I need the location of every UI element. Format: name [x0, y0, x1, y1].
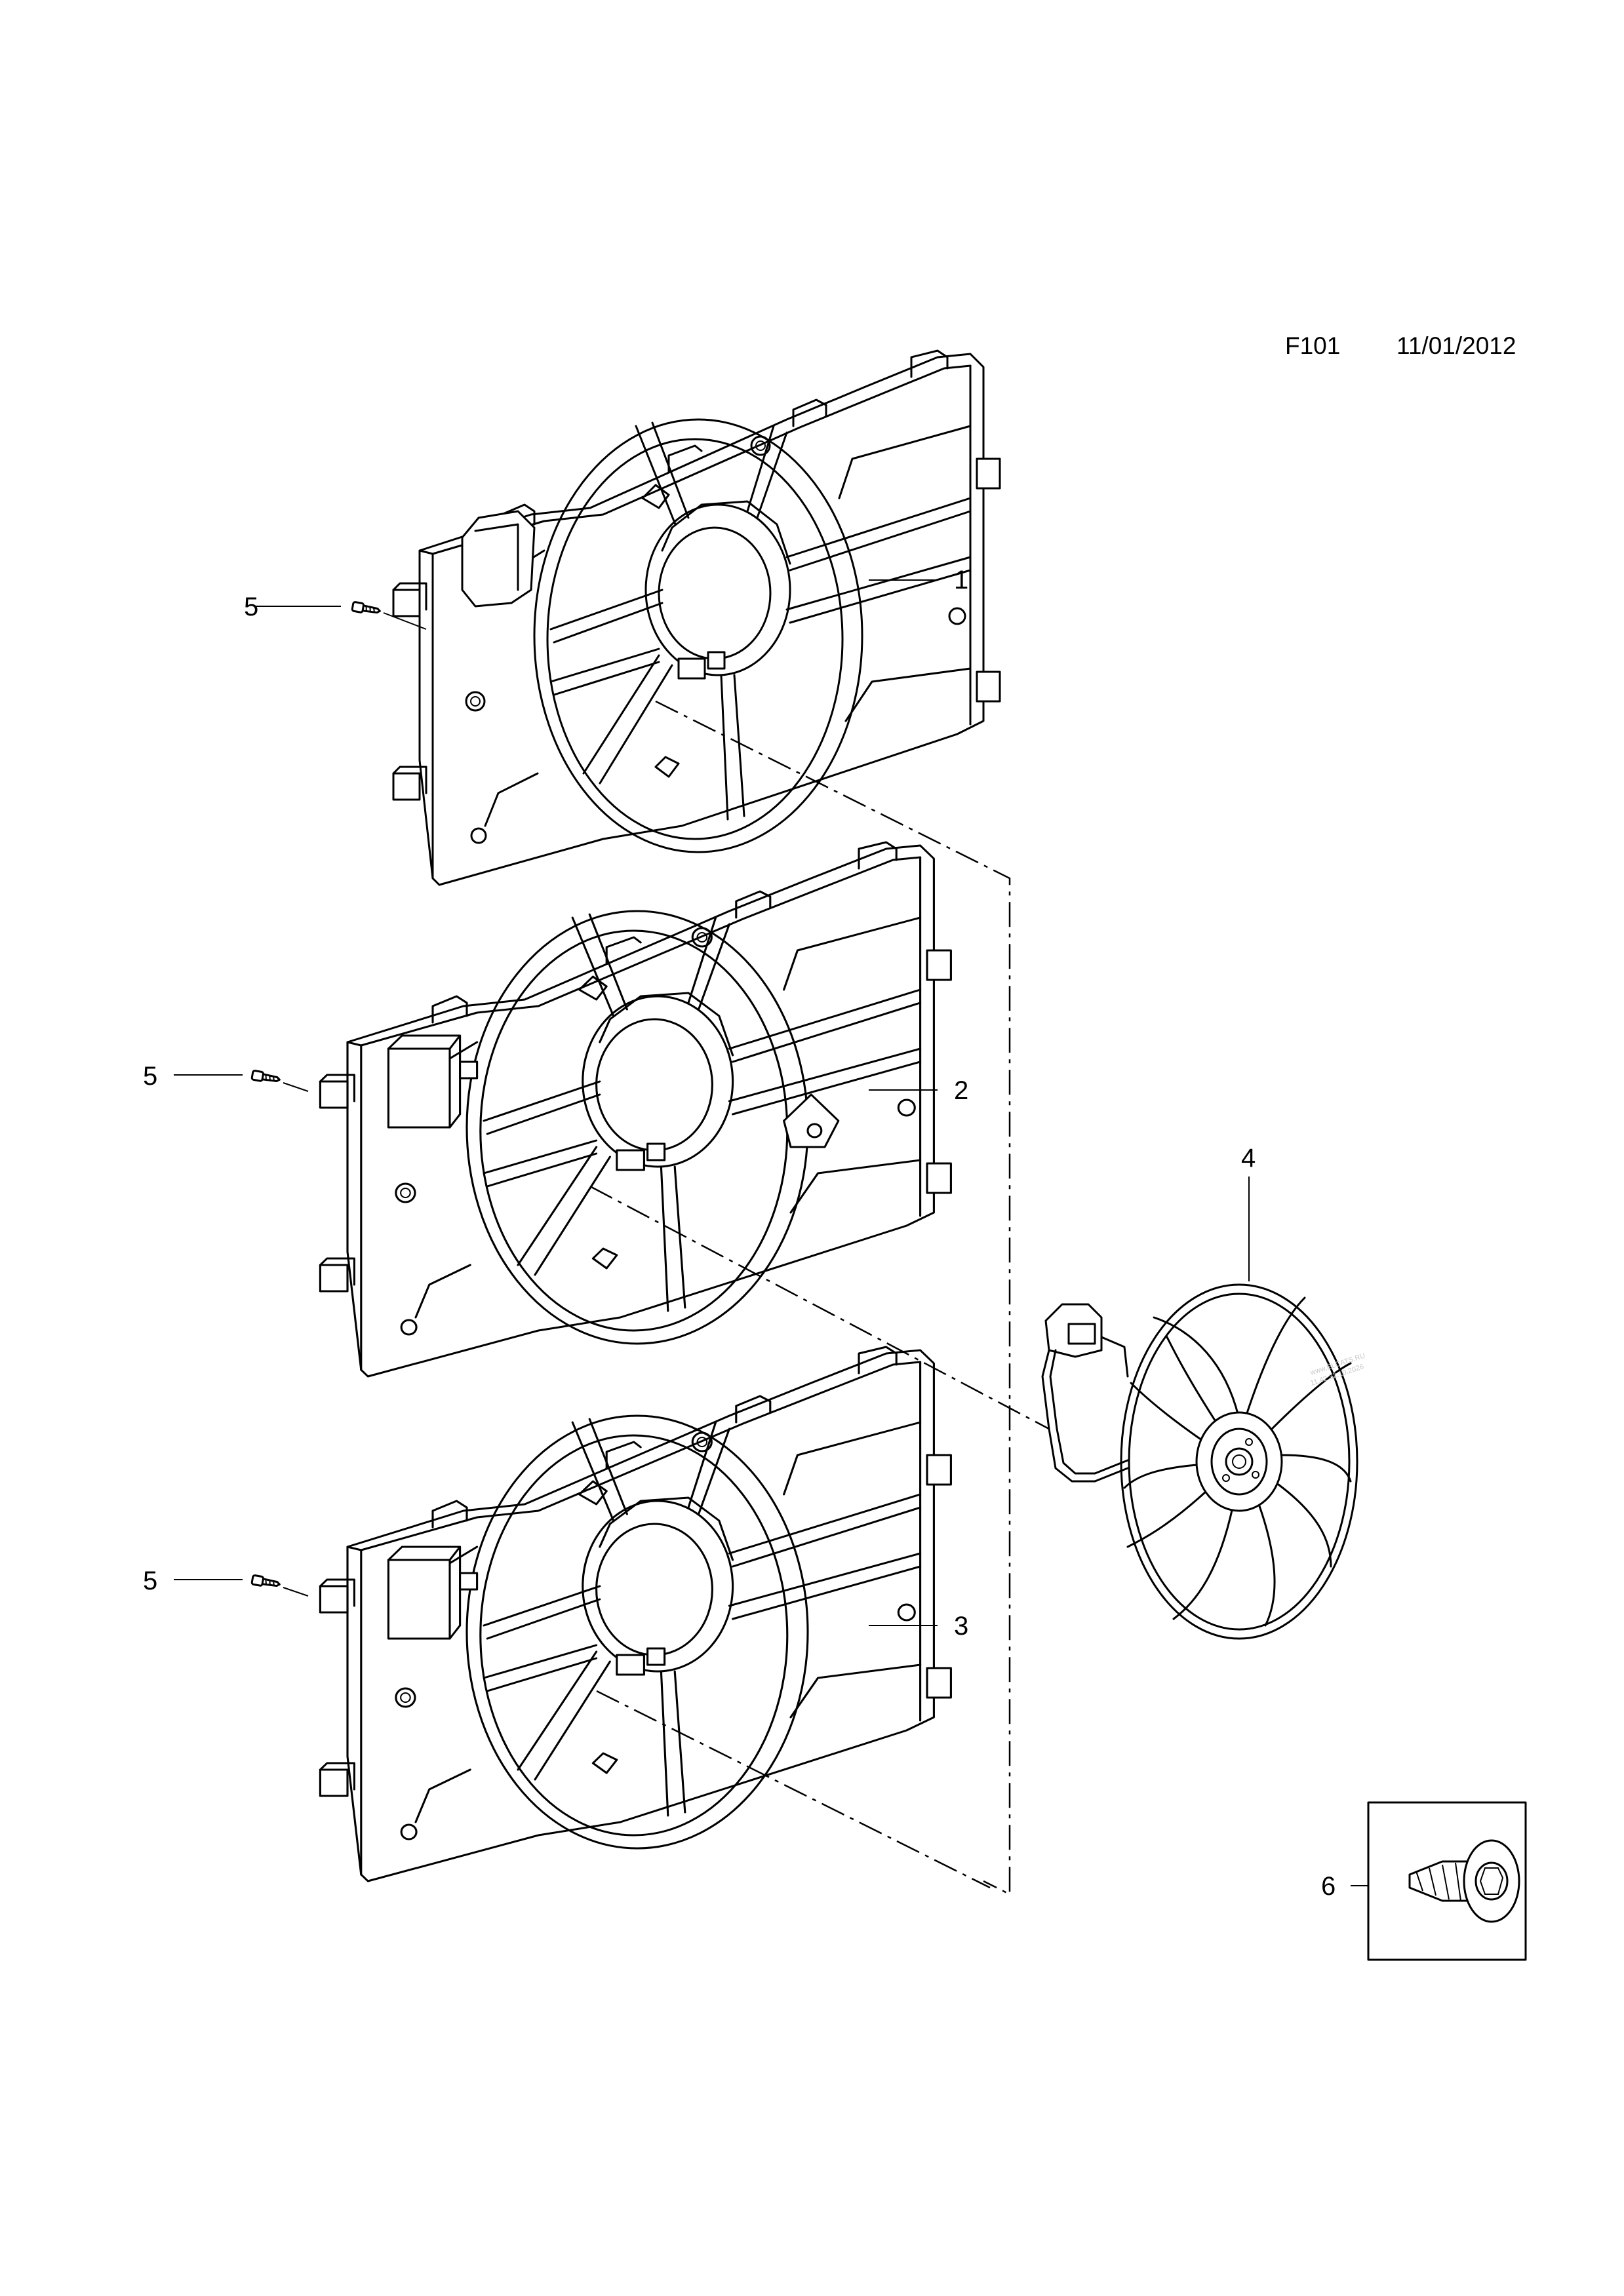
fan-shroud-2	[319, 841, 952, 1378]
callout-part-5-top: 5	[244, 593, 258, 621]
leader-lines	[174, 579, 1368, 1886]
screw-middle	[250, 1069, 282, 1085]
alignment-lines	[589, 700, 1050, 1896]
callout-part-4: 4	[1241, 1144, 1256, 1173]
fan-shroud-1	[392, 349, 1001, 886]
callout-part-3: 3	[954, 1612, 968, 1641]
callout-part-2: 2	[954, 1076, 968, 1105]
fan-motor-assembly: www.ELCATS.RU 11.42.32.10.2026	[1041, 1283, 1366, 1640]
callout-part-5-middle: 5	[143, 1062, 157, 1091]
screw-top	[351, 600, 382, 617]
screw-bottom	[250, 1574, 282, 1590]
diagram-date: 11/01/2012	[1396, 332, 1516, 359]
detail-box-part-6	[1367, 1801, 1527, 1961]
diagram-code: F101	[1285, 332, 1340, 359]
callout-part-6: 6	[1321, 1872, 1336, 1901]
callout-part-5-bottom: 5	[143, 1566, 157, 1595]
fan-shroud-3	[319, 1346, 952, 1882]
callout-part-1: 1	[954, 566, 968, 594]
